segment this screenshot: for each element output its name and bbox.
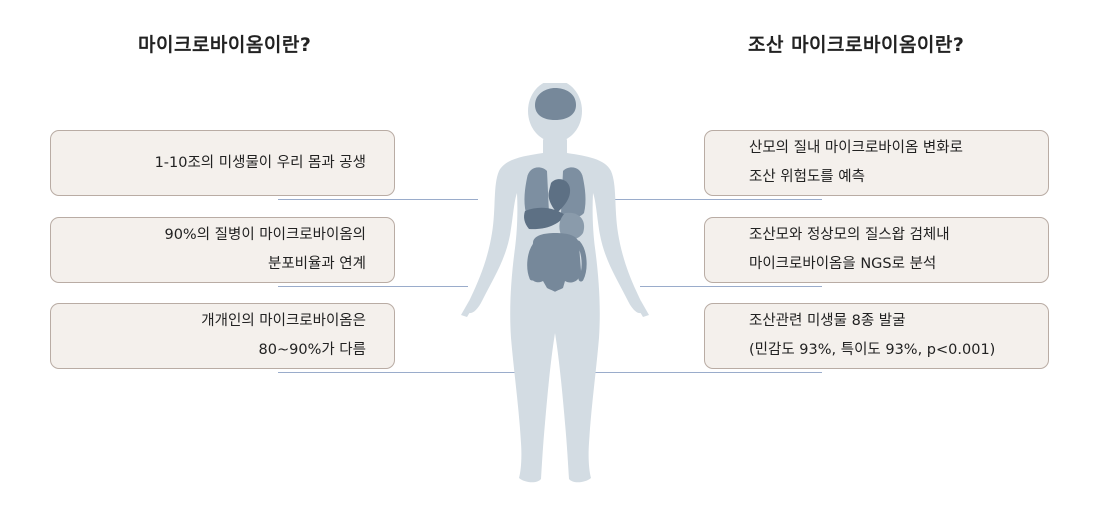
right-info-box-2-line-2: 마이크로바이옴을 NGS로 분석 bbox=[749, 256, 937, 272]
left-heading: 마이크로바이옴이란? bbox=[138, 34, 312, 56]
connector-line-3-left bbox=[278, 372, 518, 373]
left-info-box-2-line-2: 분포비율과 연계 bbox=[268, 256, 366, 272]
right-info-box-2: 조산모와 정상모의 질스왑 검체내 마이크로바이옴을 NGS로 분석 bbox=[704, 217, 1049, 283]
left-info-box-2-line-1: 90%의 질병이 마이크로바이옴의 bbox=[164, 227, 366, 243]
left-info-box-3-line-2: 80~90%가 다름 bbox=[258, 342, 366, 358]
right-info-box-1-line-2: 조산 위험도를 예측 bbox=[749, 169, 865, 185]
connector-line-2-left bbox=[278, 286, 468, 287]
connector-line-2-right bbox=[640, 286, 822, 287]
right-heading: 조산 마이크로바이옴이란? bbox=[748, 34, 965, 56]
right-info-box-1-line-1: 산모의 질내 마이크로바이옴 변화로 bbox=[749, 140, 963, 156]
left-info-box-3: 개개인의 마이크로바이옴은 80~90%가 다름 bbox=[50, 303, 395, 369]
organs bbox=[524, 88, 587, 292]
right-info-box-3: 조산관련 미생물 8종 발굴 (민감도 93%, 특이도 93%, p<0.00… bbox=[704, 303, 1049, 369]
connector-line-3-right bbox=[590, 372, 822, 373]
human-body-anatomy-icon bbox=[461, 83, 649, 483]
left-info-box-1-line-1: 1-10조의 미생물이 우리 몸과 공생 bbox=[154, 154, 366, 171]
right-info-box-1: 산모의 질내 마이크로바이옴 변화로 조산 위험도를 예측 bbox=[704, 130, 1049, 196]
heart-icon bbox=[548, 179, 571, 213]
right-info-box-3-line-2: (민감도 93%, 특이도 93%, p<0.001) bbox=[749, 342, 996, 358]
liver-icon bbox=[524, 207, 565, 230]
lungs-icon bbox=[524, 167, 586, 218]
stomach-icon bbox=[559, 212, 585, 240]
colon-icon bbox=[527, 240, 587, 292]
brain-icon bbox=[535, 88, 576, 120]
right-info-box-3-line-1: 조산관련 미생물 8종 발굴 bbox=[749, 313, 906, 329]
left-info-box-1: 1-10조의 미생물이 우리 몸과 공생 bbox=[50, 130, 395, 196]
intestines-icon bbox=[529, 233, 581, 291]
connector-line-1-right bbox=[615, 199, 822, 200]
connector-line-1-left bbox=[278, 199, 478, 200]
right-info-box-2-line-1: 조산모와 정상모의 질스왑 검체내 bbox=[749, 227, 950, 243]
left-info-box-2: 90%의 질병이 마이크로바이옴의 분포비율과 연계 bbox=[50, 217, 395, 283]
left-info-box-3-line-1: 개개인의 마이크로바이옴은 bbox=[201, 313, 366, 329]
